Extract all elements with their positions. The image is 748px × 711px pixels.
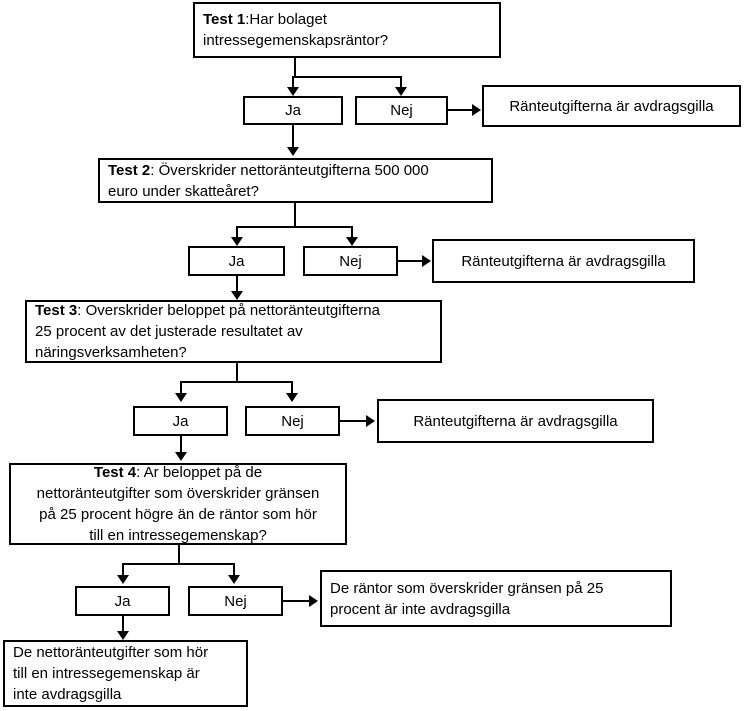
connector-test2-nej-to-result <box>398 260 424 262</box>
node-test-1-nej: Nej <box>355 96 448 125</box>
arrow-test1-result-icon <box>472 104 481 116</box>
node-test-1-result: Ränteutgifterna är avdragsgilla <box>482 85 741 127</box>
node-test-2-ja-text: Ja <box>228 252 245 270</box>
arrow-test2-to-nej-icon <box>346 237 358 246</box>
arrow-test1-ja-to-test2-icon <box>287 147 299 156</box>
node-test-4-result-nej-text: De räntor som överskrider gränsen på 25 … <box>330 579 604 618</box>
connector-test1-nej-to-result <box>448 109 474 111</box>
connector-test1-split <box>292 76 402 78</box>
node-test-3-ja-text: Ja <box>172 412 189 430</box>
node-test-2-result: Ränteutgifterna är avdragsgilla <box>432 239 695 283</box>
node-test-2-nej-text: Nej <box>339 252 362 270</box>
arrow-test1-to-nej-icon <box>395 87 407 96</box>
node-test-3-nej-text: Nej <box>281 412 304 430</box>
connector-test3-ja-to-test4 <box>180 436 182 453</box>
node-test-3-nej: Nej <box>245 406 340 436</box>
connector-test2-nej-drop <box>351 226 353 239</box>
connector-test2-ja-to-test3 <box>236 276 238 293</box>
node-test-2-nej: Nej <box>303 246 398 276</box>
arrow-test4-to-ja-icon <box>117 575 129 584</box>
node-test-3-ja: Ja <box>133 406 228 436</box>
node-test-2-ja: Ja <box>188 246 285 276</box>
test-label-bold: Test 1 <box>203 11 246 28</box>
arrow-test2-ja-to-test3-icon <box>231 291 243 300</box>
node-test-4-result-ja: De nettoränteutgifter som hör till en in… <box>3 640 248 707</box>
connector-test4-ja-to-final <box>122 616 124 633</box>
arrow-test4-nej-result-icon <box>309 595 318 607</box>
connector-test3-ja-drop <box>180 381 182 395</box>
arrow-test2-to-ja-icon <box>231 237 243 246</box>
node-test-3-result-text: Ränteutgifterna är avdragsgilla <box>413 412 618 430</box>
arrow-test1-to-ja-icon <box>287 87 299 96</box>
connector-test4-stem <box>178 545 180 563</box>
node-test-3-text: Test 3: Overskrider beloppet på nettorän… <box>35 302 380 361</box>
node-test-4: Test 4: Ar beloppet på de nettoränteutgi… <box>9 463 347 545</box>
node-test-1-nej-text: Nej <box>390 102 413 119</box>
connector-test4-split <box>122 563 235 565</box>
node-test-4-ja-text: Ja <box>114 592 131 610</box>
test-label-bold: Test 4 <box>93 464 137 481</box>
node-test-4-ja: Ja <box>75 586 170 616</box>
node-test-1-ja: Ja <box>243 96 343 125</box>
arrow-test4-ja-final-icon <box>117 631 129 640</box>
node-test-3: Test 3: Overskrider beloppet på nettorän… <box>25 300 442 363</box>
node-test-4-nej-text: Nej <box>224 592 247 610</box>
node-test-4-nej: Nej <box>188 586 283 616</box>
connector-test4-nej-drop <box>233 563 235 577</box>
arrow-test2-result-icon <box>422 255 431 267</box>
arrow-test3-to-ja-icon <box>175 393 187 402</box>
connector-test3-nej-to-result <box>340 420 367 422</box>
node-test-4-result-nej: De räntor som överskrider gränsen på 25 … <box>320 570 672 627</box>
connector-test4-nej-to-result <box>283 600 310 602</box>
test-label-bold: Test 2 <box>108 161 151 179</box>
node-test-1: Test 1:Har bolaget intressegemenskapsrän… <box>193 2 501 58</box>
connector-test1-ja-drop <box>292 76 294 89</box>
node-test-3-result: Ränteutgifterna är avdragsgilla <box>377 399 654 443</box>
connector-test3-nej-drop <box>291 381 293 395</box>
node-test-2-result-text: Ränteutgifterna är avdragsgilla <box>461 252 666 270</box>
arrow-test3-to-nej-icon <box>286 393 298 402</box>
arrow-test4-to-nej-icon <box>228 575 240 584</box>
connector-test2-stem <box>294 203 296 226</box>
connector-test2-split <box>236 226 353 228</box>
node-test-2: Test 2: Överskrider nettoränteutgifterna… <box>98 158 493 203</box>
node-test-1-result-text: Ränteutgifterna är avdragsgilla <box>509 97 714 115</box>
arrow-test3-result-icon <box>366 415 375 427</box>
node-test-4-result-ja-text: De nettoränteutgifter som hör till en in… <box>13 644 209 703</box>
node-test-1-ja-text: Ja <box>285 102 301 119</box>
connector-test1-nej-drop <box>400 76 402 89</box>
connector-test1-stem <box>294 58 296 76</box>
connector-test3-split <box>180 381 293 383</box>
connector-test2-ja-drop <box>236 226 238 239</box>
node-test-2-text: Test 2: Överskrider nettoränteutgifterna… <box>108 161 429 200</box>
node-test-4-text: Test 4: Ar beloppet på de nettoränteutgi… <box>36 464 320 544</box>
test-label-bold: Test 3 <box>35 302 78 319</box>
connector-test4-ja-drop <box>122 563 124 577</box>
node-test-1-text: Test 1:Har bolaget intressegemenskapsrän… <box>203 11 389 49</box>
connector-test1-ja-to-test2 <box>292 125 294 149</box>
connector-test3-stem <box>236 363 238 381</box>
arrow-test3-ja-to-test4-icon <box>175 452 187 461</box>
